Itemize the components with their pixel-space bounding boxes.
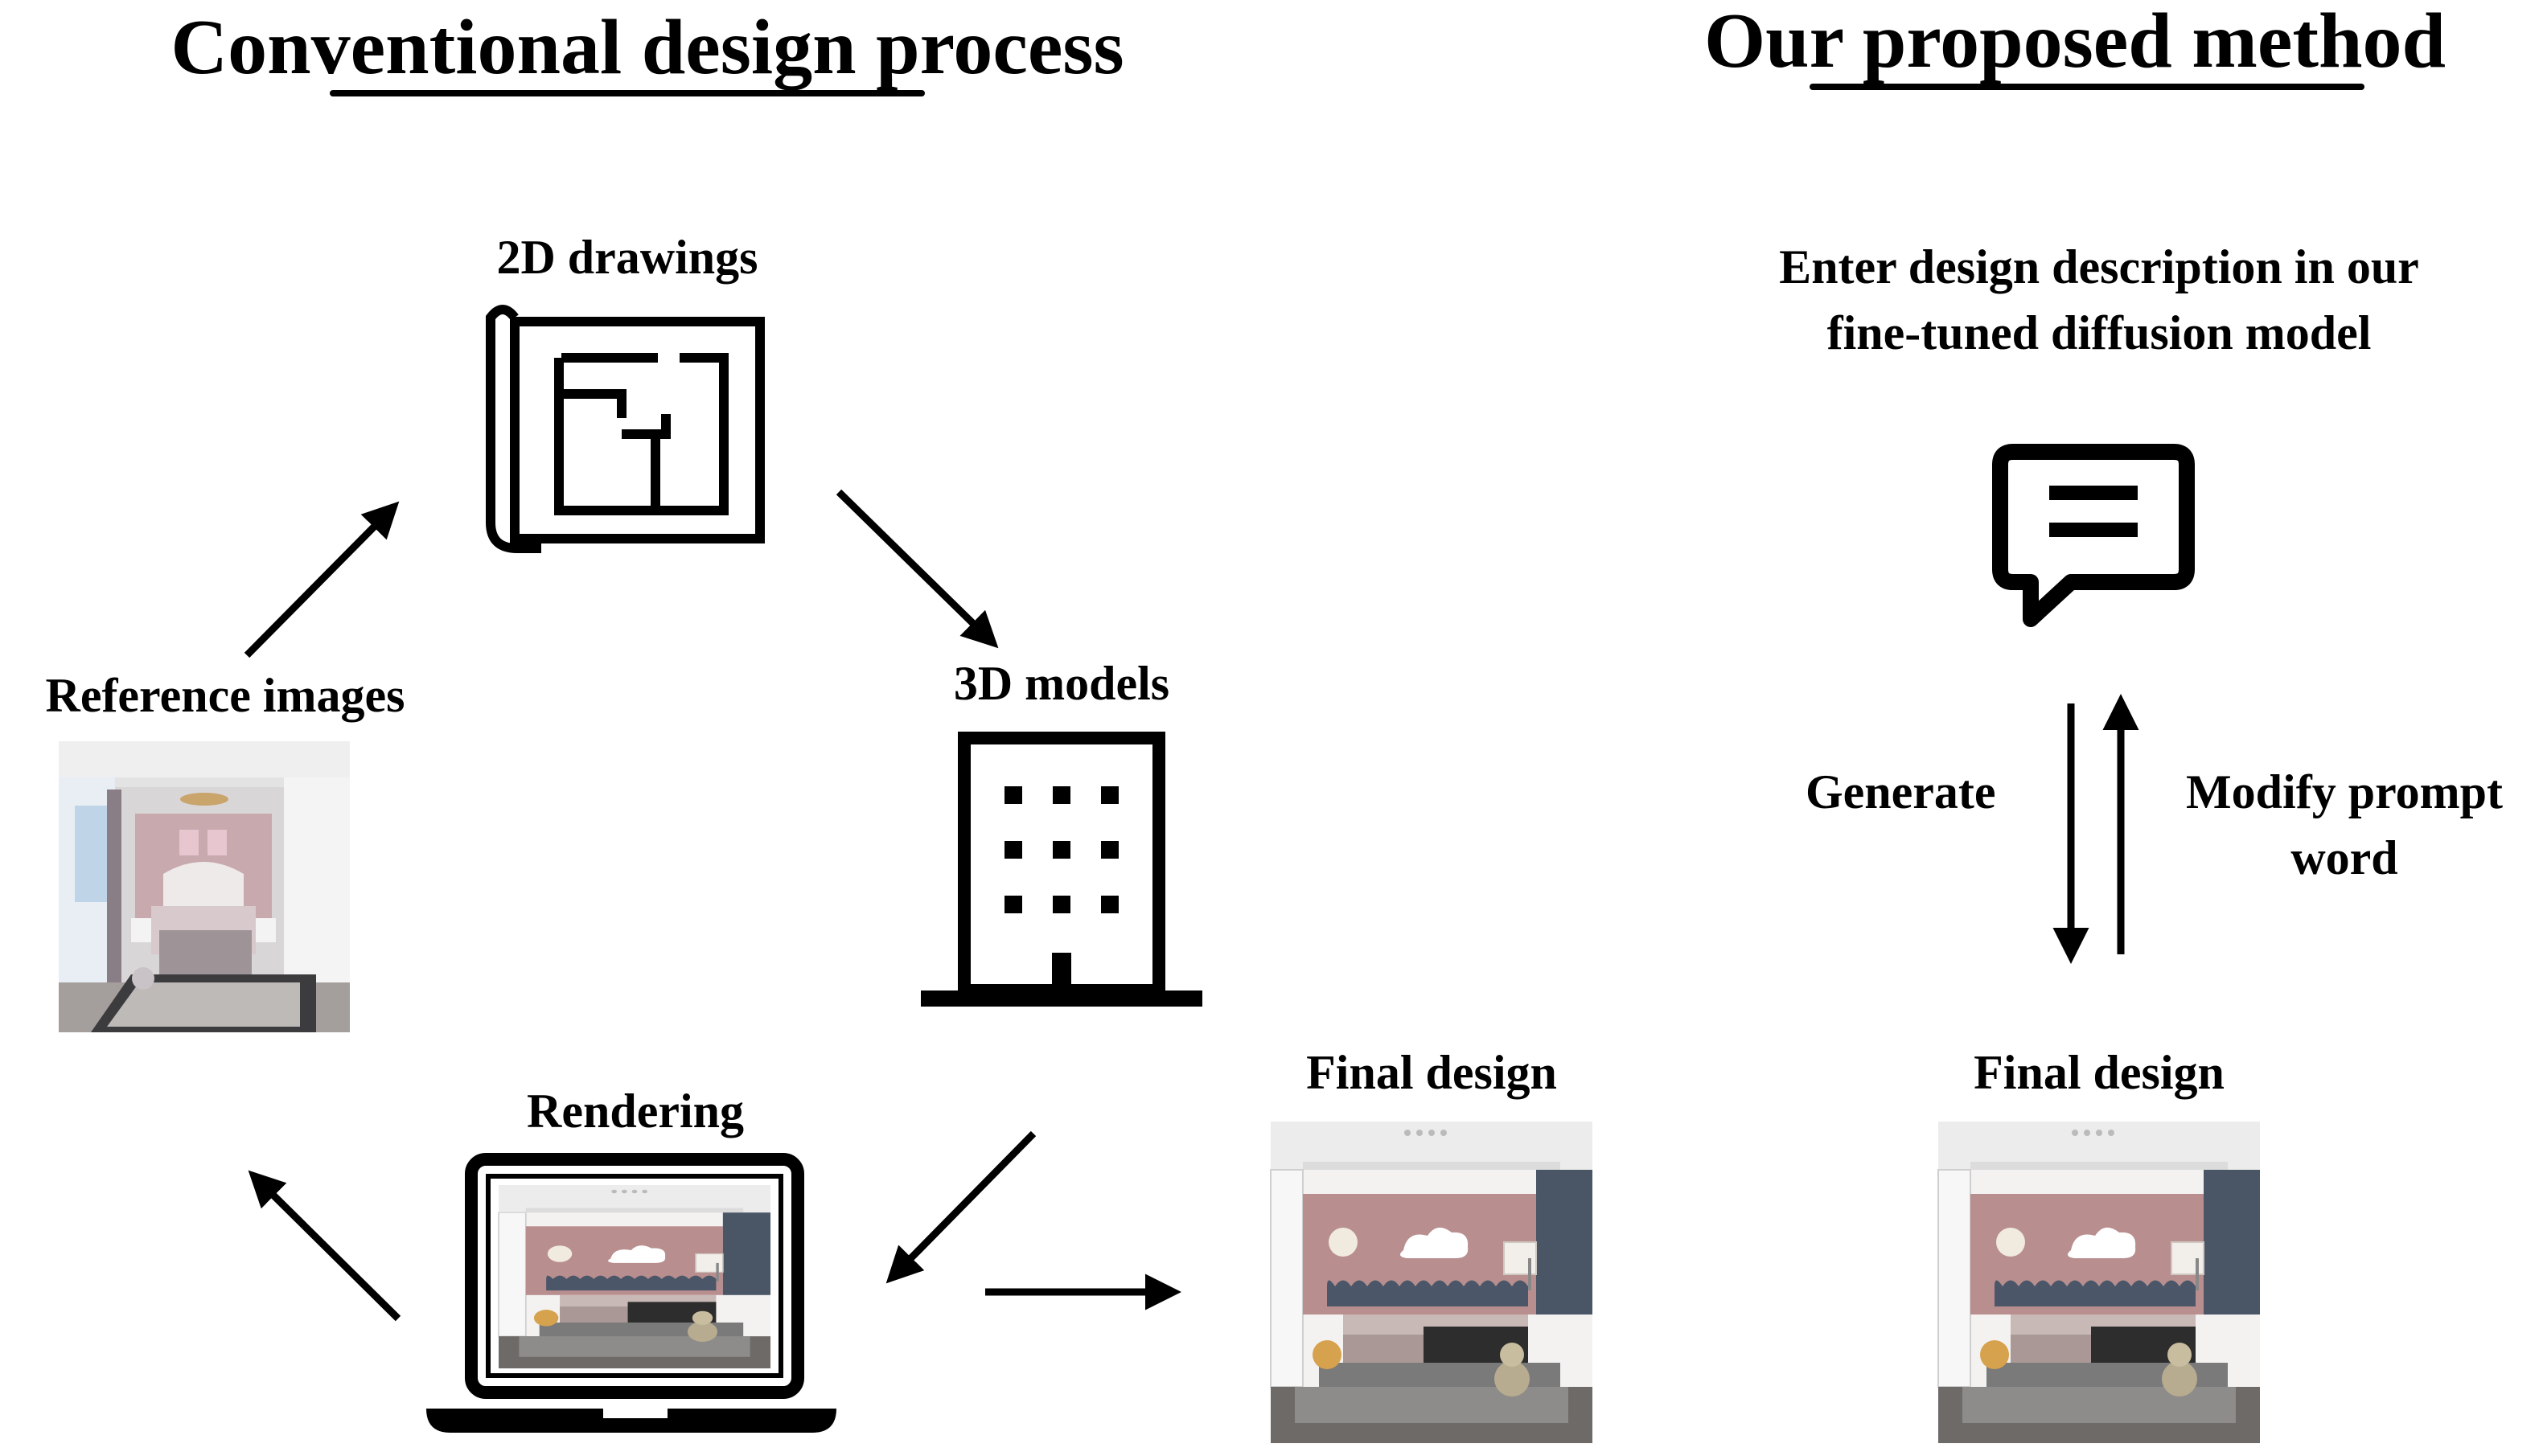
- arrow-drawings-to-models: [836, 489, 999, 649]
- right-heading-underline: [1810, 84, 2364, 90]
- drawings-label: 2D drawings: [496, 231, 758, 284]
- final-design-label-left: Final design: [1306, 1046, 1557, 1099]
- arrow-models-to-rendering: [885, 1130, 1037, 1284]
- left-heading-underline: [330, 90, 925, 96]
- arrow-rendering-to-reference: [248, 1170, 401, 1322]
- building-icon: [921, 732, 1202, 1007]
- reference-image: [59, 741, 350, 1032]
- final-design-image-right: [1937, 1121, 2261, 1444]
- blueprint-icon: [486, 305, 765, 553]
- final-design-image-left: [1270, 1121, 1593, 1444]
- modify-line-2: word: [2290, 831, 2398, 884]
- right-heading: Our proposed method: [1703, 0, 2447, 84]
- generate-label: Generate: [1806, 765, 1996, 818]
- description-line-1: Enter design description in our: [1779, 240, 2419, 293]
- final-design-label-right: Final design: [1974, 1046, 2225, 1099]
- laptop-icon: [426, 1153, 836, 1433]
- laptop-screen-render: [498, 1184, 771, 1369]
- reference-label: Reference images: [45, 669, 405, 722]
- modify-line-1: Modify prompt: [2186, 765, 2503, 818]
- chat-icon: [1992, 444, 2195, 627]
- left-heading: Conventional design process: [170, 4, 1124, 91]
- models-label: 3D models: [953, 657, 1170, 710]
- description-line-2: fine-tuned diffusion model: [1826, 306, 2372, 359]
- arrow-reference-to-drawings: [244, 501, 400, 658]
- rendering-label: Rendering: [527, 1085, 744, 1138]
